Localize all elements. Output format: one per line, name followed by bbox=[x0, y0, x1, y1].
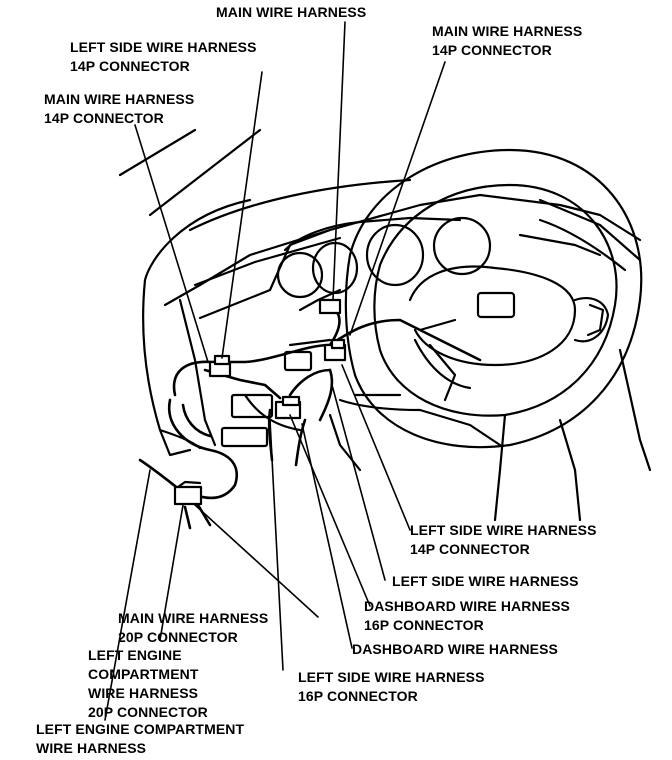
instrument-cluster bbox=[276, 216, 492, 312]
label-main-20p: MAIN WIRE HARNESS 20P CONNECTOR bbox=[118, 610, 269, 645]
dashboard-outline bbox=[142, 193, 642, 457]
windshield-pillar bbox=[118, 128, 412, 282]
label-main-14p-left: MAIN WIRE HARNESS 14P CONNECTOR bbox=[44, 91, 195, 126]
label-left-side-wire-harness: LEFT SIDE WIRE HARNESS bbox=[392, 573, 579, 589]
label-dashboard-wire-harness: DASHBOARD WIRE HARNESS bbox=[352, 641, 558, 657]
left-side-14p-connector-shape bbox=[208, 354, 232, 378]
label-left-side-14p-right: LEFT SIDE WIRE HARNESS 14P CONNECTOR bbox=[410, 522, 597, 557]
main-wire-harness-route bbox=[167, 303, 482, 500]
steering-wheel bbox=[344, 148, 652, 522]
label-dashboard-16p: DASHBOARD WIRE HARNESS 16P CONNECTOR bbox=[364, 598, 570, 633]
label-left-side-14p-top: LEFT SIDE WIRE HARNESS 14P CONNECTOR bbox=[70, 39, 257, 74]
label-left-side-16p: LEFT SIDE WIRE HARNESS 16P CONNECTOR bbox=[298, 669, 485, 704]
main-20p-connector-shape bbox=[173, 480, 203, 506]
main-14p-connector-shape bbox=[318, 298, 342, 315]
dashboard-16p-connector-shape bbox=[274, 395, 302, 420]
label-main-14p-right: MAIN WIRE HARNESS 14P CONNECTOR bbox=[432, 23, 583, 58]
label-main-wire-harness-top: MAIN WIRE HARNESS bbox=[216, 4, 367, 20]
leader-lines bbox=[104, 21, 446, 721]
label-left-engine-20p: LEFT ENGINE COMPARTMENT WIRE HARNESS 20P… bbox=[88, 647, 208, 720]
label-left-engine-compartment-harness: LEFT ENGINE COMPARTMENT WIRE HARNESS bbox=[36, 721, 245, 756]
left-side-14p-connector-right-shape bbox=[323, 338, 347, 362]
